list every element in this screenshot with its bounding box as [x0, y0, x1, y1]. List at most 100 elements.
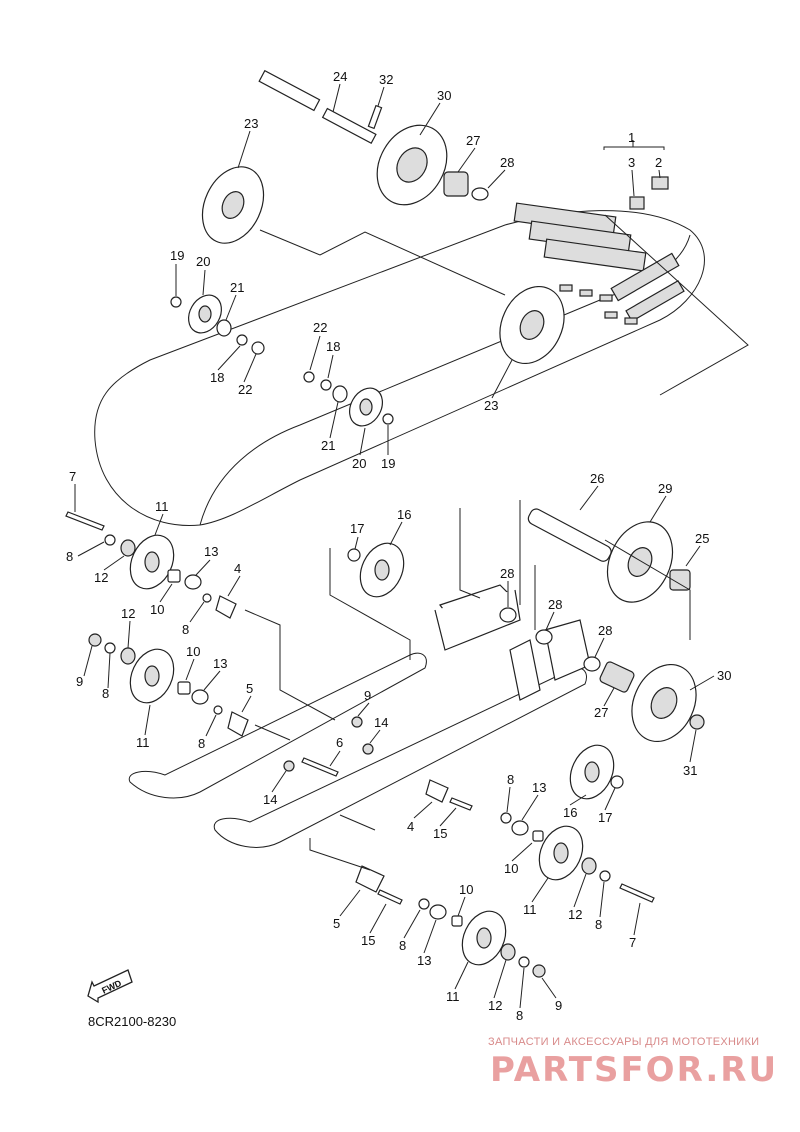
key-32 — [367, 104, 383, 130]
spacer-12-b — [120, 647, 136, 665]
bracket-4-a — [215, 595, 237, 619]
collar-25 — [669, 569, 691, 591]
callout-8-b: 8 — [182, 622, 189, 637]
callout-28-d: 28 — [598, 623, 612, 638]
callout-10-c: 10 — [504, 861, 518, 876]
callout-2: 2 — [655, 155, 662, 170]
callout-19-upper: 19 — [170, 248, 184, 263]
callout-23-upper: 23 — [244, 116, 258, 131]
callout-9-c: 9 — [555, 998, 562, 1013]
washer-17-lower — [610, 775, 624, 789]
forward-arrow-icon: FWD — [87, 969, 133, 1004]
collar-10-d — [451, 915, 463, 927]
callout-17-upper: 17 — [350, 521, 364, 536]
spacer-21-mid — [332, 385, 348, 403]
callout-10-d: 10 — [459, 882, 473, 897]
nut-9-a — [88, 633, 102, 647]
shaft-24 — [258, 69, 377, 145]
callout-13-d: 13 — [417, 953, 431, 968]
callout-12-d: 12 — [488, 998, 502, 1013]
wheel-11-a — [129, 534, 175, 590]
spacer-13-a — [184, 574, 202, 590]
watermark-brand-logo: PARTSFOR.RU — [490, 1050, 779, 1090]
callout-16-lower: 16 — [563, 805, 577, 820]
callout-22-mid: 22 — [313, 320, 327, 335]
washer-8-b — [202, 593, 212, 603]
washer-8-g — [418, 898, 430, 910]
washer-22-mid — [303, 371, 315, 383]
callout-28-top: 28 — [500, 155, 514, 170]
callout-23-lower: 23 — [484, 398, 498, 413]
wheel-20-mid — [349, 387, 383, 427]
washer-28-b — [499, 607, 517, 623]
spacer-12-d — [500, 943, 516, 961]
assembly-lines — [244, 214, 749, 871]
callout-6: 6 — [336, 735, 343, 750]
nut-31 — [689, 714, 705, 730]
wheel-11-b — [129, 648, 175, 704]
collar-27-top — [443, 171, 469, 197]
spacer-13-d — [429, 904, 447, 920]
washer-8-d — [213, 705, 223, 715]
wheel-11-c — [538, 825, 584, 881]
bolt-6 — [301, 757, 339, 777]
callout-14-b: 14 — [263, 792, 277, 807]
collar-10-c — [532, 830, 544, 842]
callout-26: 26 — [590, 471, 604, 486]
clip-2-3 — [603, 140, 669, 210]
callout-21-mid: 21 — [321, 438, 335, 453]
wheel-29 — [606, 521, 674, 603]
callout-10-a: 10 — [150, 602, 164, 617]
washer-8-f — [599, 870, 611, 882]
callout-28-c: 28 — [548, 597, 562, 612]
callout-32: 32 — [379, 72, 393, 87]
callout-11-a: 11 — [155, 499, 169, 514]
bracket-5-b — [355, 865, 385, 893]
callout-14-a: 14 — [374, 715, 388, 730]
callout-8-a: 8 — [66, 549, 73, 564]
bolt-7-upper — [65, 511, 105, 531]
wheel-23-upper — [201, 166, 265, 244]
callout-11-d: 11 — [446, 989, 460, 1004]
spacer-13-c — [511, 820, 529, 836]
callout-9-a: 9 — [76, 674, 83, 689]
callout-5-a: 5 — [246, 681, 253, 696]
washer-8-h — [518, 956, 530, 968]
callout-18-mid: 18 — [326, 339, 340, 354]
clip-19-mid — [382, 413, 394, 425]
callout-30-top: 30 — [437, 88, 451, 103]
callout-18-upper: 18 — [210, 370, 224, 385]
callout-29: 29 — [658, 481, 672, 496]
spacer-12-a — [120, 539, 136, 557]
callout-15-b: 15 — [361, 933, 375, 948]
callout-7-lower: 7 — [629, 935, 636, 950]
callout-leaders — [74, 83, 715, 1009]
callout-27-top: 27 — [466, 133, 480, 148]
bracket-5-a — [227, 711, 249, 737]
washer-22-upper — [251, 341, 265, 355]
wheel-16-lower — [569, 744, 615, 800]
track-belt — [94, 210, 705, 527]
washer-8-e — [500, 812, 512, 824]
callout-17-lower: 17 — [598, 810, 612, 825]
washer-28-c — [535, 629, 553, 645]
diagram-code: 8CR2100-8230 — [88, 1014, 177, 1029]
watermark-tagline: ЗАПЧАСТИ И АКСЕССУАРЫ ДЛЯ МОТОТЕХНИКИ — [488, 1036, 760, 1048]
spacer-12-c — [581, 857, 597, 875]
callout-13-a: 13 — [204, 544, 218, 559]
callout-5-b: 5 — [333, 916, 340, 931]
nut-14-b — [283, 760, 295, 772]
callout-24: 24 — [333, 69, 347, 84]
wheel-30-lower — [631, 663, 697, 743]
callout-30-lower: 30 — [717, 668, 731, 683]
wheel-11-d — [461, 910, 507, 966]
nut-14-a — [362, 743, 374, 755]
shaft-26 — [527, 508, 612, 562]
callout-8-f: 8 — [595, 917, 602, 932]
callout-16-upper: 16 — [397, 507, 411, 522]
track-lugs — [513, 202, 685, 325]
nut-9-c — [532, 964, 546, 978]
callout-31: 31 — [683, 763, 697, 778]
callout-28-b: 28 — [500, 566, 514, 581]
bolt-7-lower — [619, 883, 655, 903]
